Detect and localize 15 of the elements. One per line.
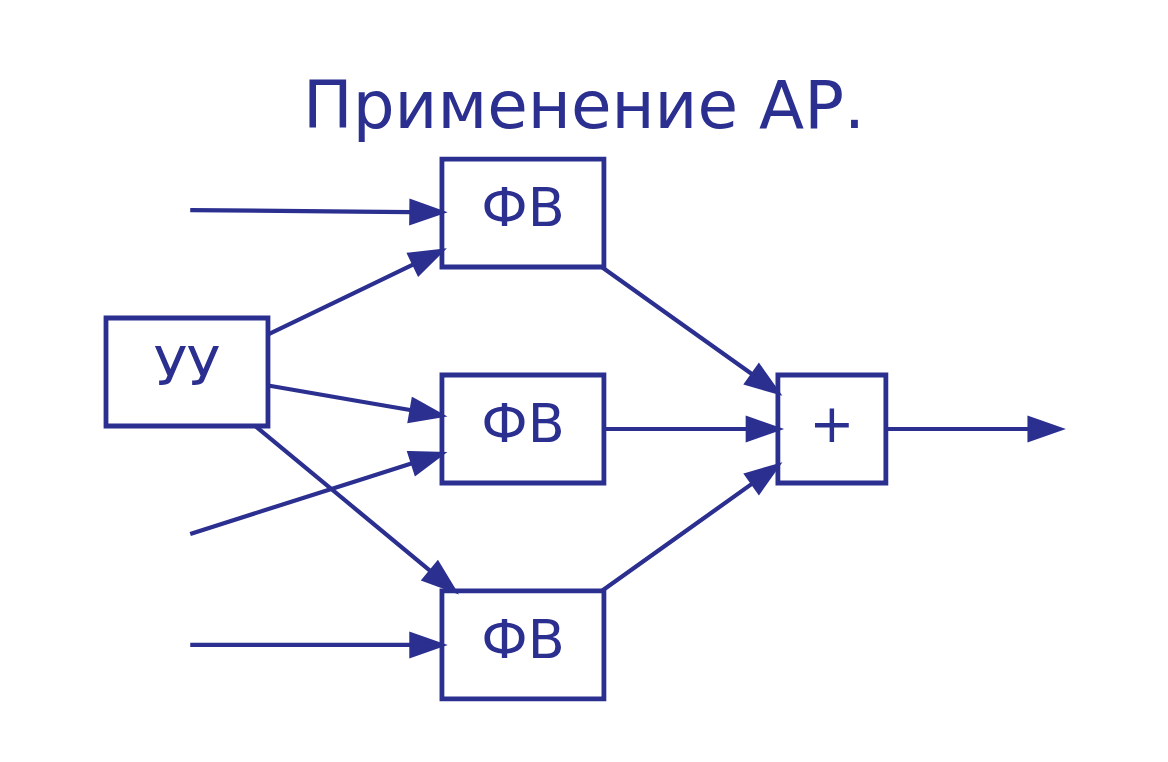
arrow	[267, 383, 448, 424]
node-box: ФВ	[439, 372, 607, 486]
node-box: УУ	[103, 315, 271, 429]
arrow	[189, 450, 448, 536]
node-box: +	[775, 372, 889, 486]
arrow	[601, 462, 783, 593]
arrow	[190, 198, 448, 226]
diagram-title: Применение АР.	[303, 66, 865, 144]
arrow	[885, 415, 1066, 443]
node-box: ФВ	[439, 156, 607, 270]
arrow	[603, 415, 785, 443]
arrow	[601, 265, 783, 396]
arrow	[190, 631, 448, 659]
node-box: ФВ	[439, 588, 607, 702]
arrow	[267, 248, 447, 337]
